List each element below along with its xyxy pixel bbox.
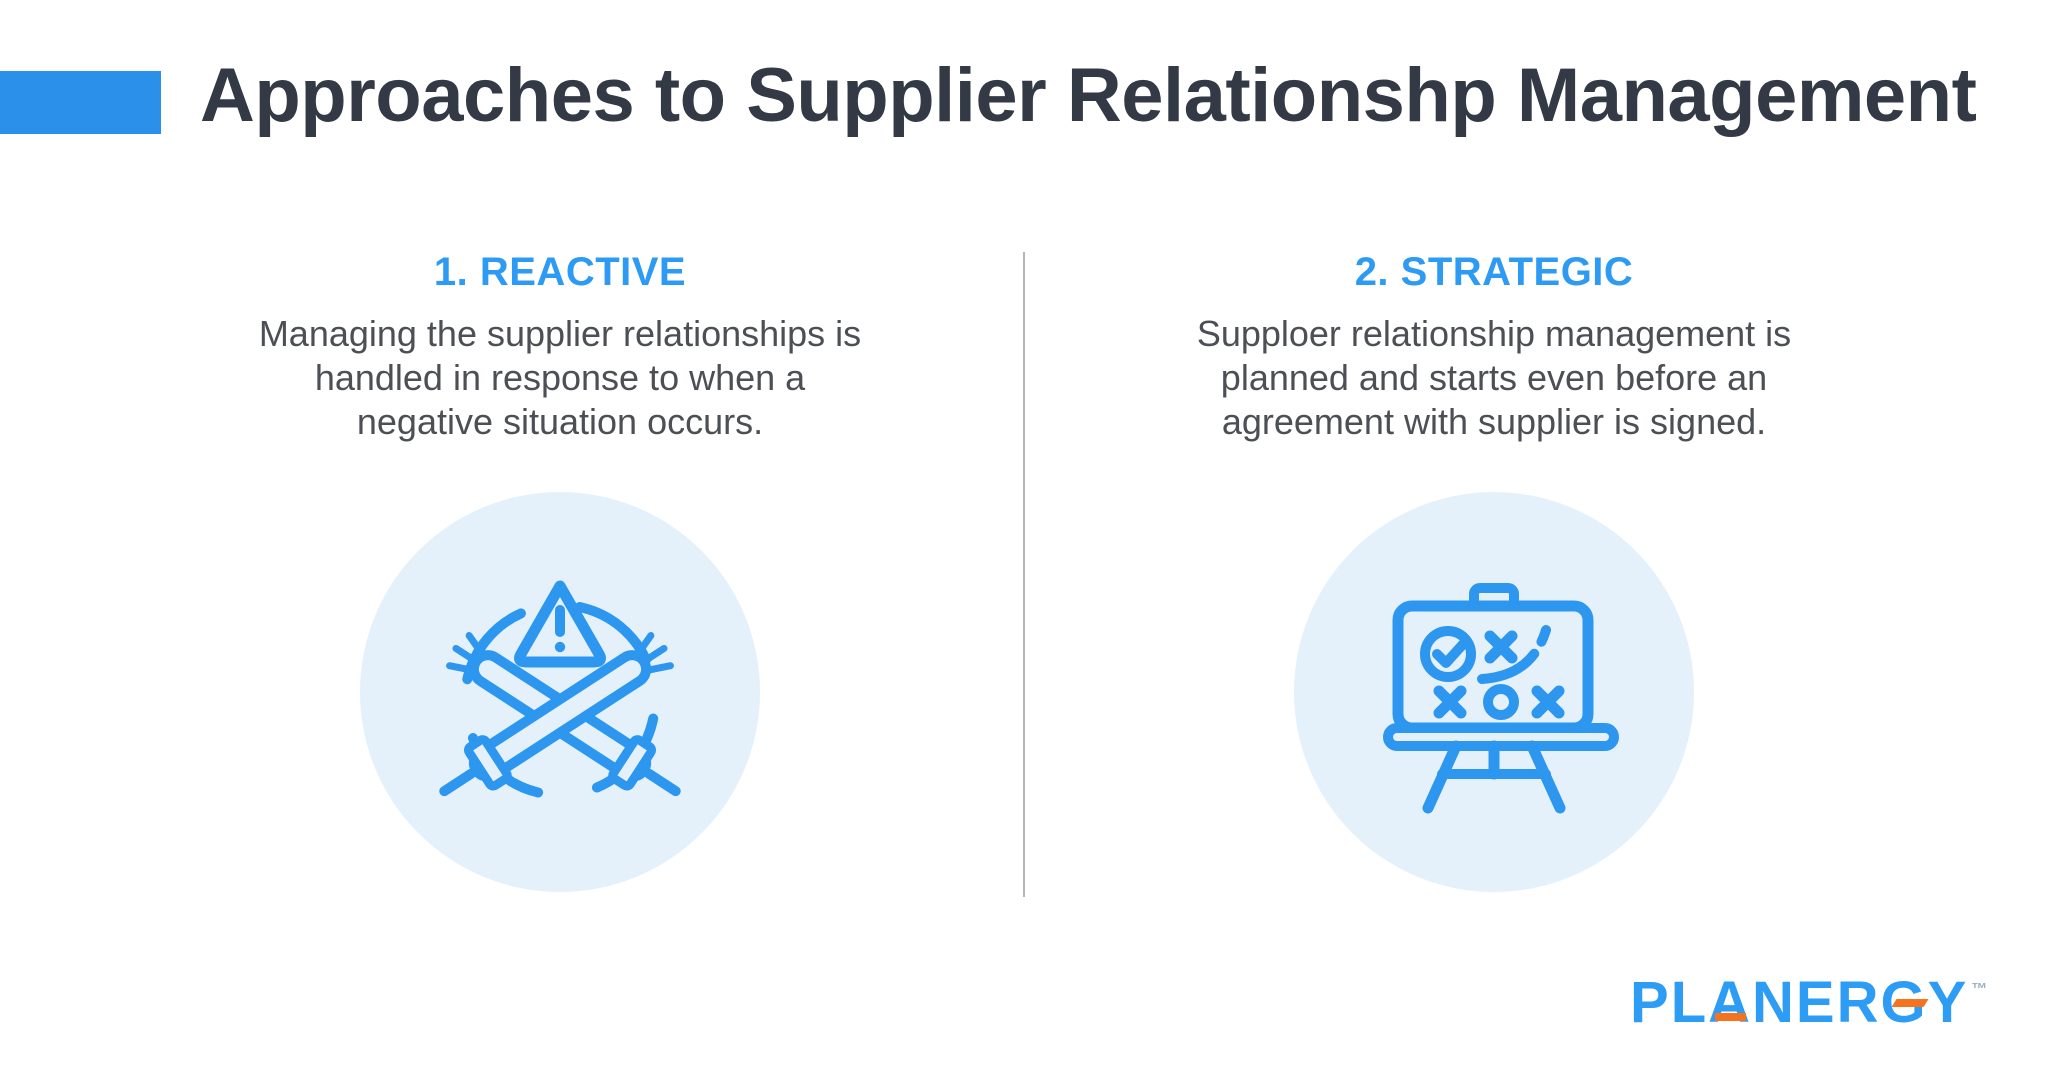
reactive-icon-circle [360,492,760,892]
reactive-heading: 1. REACTIVE [433,250,687,294]
column-divider [1023,252,1025,897]
crossed-hands-warning-icon [439,580,681,800]
trademark-symbol: ™ [1971,981,1988,998]
logo-letter-p: P [1630,970,1671,1035]
reactive-description: Managing the supplier relationships is h… [258,313,862,442]
page-title: Approaches to Supplier Relationshp Manag… [200,53,1977,138]
logo-letter-a: A [1708,970,1753,1035]
strategic-heading: 2. STRATEGIC [1354,250,1634,294]
title-accent-bar [0,71,161,134]
logo-letter-y: Y [1927,970,1969,1035]
logo-letter-g: G [1880,970,1928,1035]
strategic-description: Supploer relationship management is plan… [1196,313,1792,442]
logo-letter-r: R [1836,970,1881,1035]
strategic-column: 2. STRATEGIC Supploer relationship manag… [1044,252,1944,892]
strategic-icon-circle [1294,492,1694,892]
logo-letter-e: E [1795,970,1837,1035]
logo-letter-l: L [1670,970,1709,1035]
logo-letter-n: N [1752,970,1796,1035]
strategy-board-easel-icon [1383,583,1619,814]
reactive-column: 1. REACTIVE Managing the supplier relati… [110,252,1010,892]
